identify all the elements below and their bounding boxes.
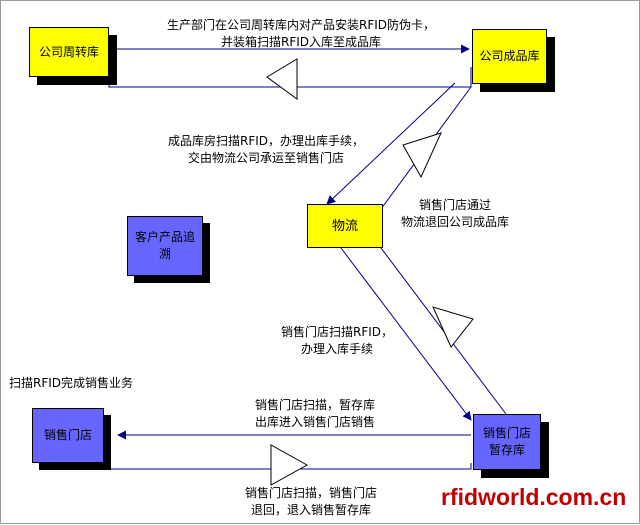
node-store-label: 销售门店 <box>43 428 92 442</box>
label-store-return: 销售门店扫描，销售门店 退回，退入销售暂存库 <box>231 485 391 519</box>
label-store-in-line-2: 办理入库手续 <box>300 342 373 356</box>
label-temp-out-line-1: 销售门店扫描，暂存库 <box>254 398 375 412</box>
return-triangle-top <box>266 58 298 100</box>
node-customer-trace: 客户产品追溯 <box>127 216 203 276</box>
node-customer-trace-label: 客户产品追溯 <box>134 230 195 261</box>
label-return-company-line-2: 物流退回公司成品库 <box>400 215 509 229</box>
arrow-logistics-to-store-temp <box>340 247 472 421</box>
node-logistics: 物流 <box>307 204 383 248</box>
label-top-line-1: 生产部门在公司周转库内对产品安装RFID防伪卡， <box>166 18 436 32</box>
return-triangle-bottom <box>270 444 309 486</box>
node-company-turnover-label: 公司周转库 <box>38 44 99 59</box>
label-store-return-line-2: 退回，退入销售暂存库 <box>250 503 371 517</box>
label-temp-out: 销售门店扫描，暂存库 出库进入销售门店销售 <box>245 397 385 431</box>
node-company-finished-label: 公司成品库 <box>479 49 540 63</box>
return-triangle-logistics <box>402 132 442 179</box>
label-ship-line-1: 成品库房扫描RFID，办理出库手续， <box>167 134 365 148</box>
node-company-finished: 公司成品库 <box>472 29 547 84</box>
label-store-return-line-1: 销售门店扫描，销售门店 <box>244 486 377 500</box>
label-ship-line-2: 交由物流公司承运至销售门店 <box>187 151 344 165</box>
label-return-company-line-1: 销售门店通过 <box>418 198 491 212</box>
node-logistics-label: 物流 <box>331 218 358 234</box>
label-return-company: 销售门店通过 物流退回公司成品库 <box>393 197 517 231</box>
label-rfid-sales: 扫描RFID完成销售业务 <box>9 376 134 390</box>
node-store-temp: 销售门店暂存库 <box>473 414 541 470</box>
label-store-in-line-1: 销售门店扫描RFID， <box>280 325 394 339</box>
label-top: 生产部门在公司周转库内对产品安装RFID防伪卡， 并装箱扫描RFID入库至成品库 <box>141 17 461 51</box>
label-store-in: 销售门店扫描RFID， 办理入库手续 <box>277 324 397 358</box>
label-temp-out-line-2: 出库进入销售门店销售 <box>254 415 375 429</box>
node-company-turnover: 公司周转库 <box>29 27 109 77</box>
label-ship: 成品库房扫描RFID，办理出库手续， 交由物流公司承运至销售门店 <box>161 133 371 167</box>
arrow-finished-to-logistics <box>326 82 456 205</box>
return-triangle-store-temp <box>432 306 474 348</box>
label-top-line-2: 并装箱扫描RFID入库至成品库 <box>220 35 382 49</box>
node-store-temp-label: 销售门店暂存库 <box>482 426 531 457</box>
watermark: rfidworld.com.cn <box>441 484 627 510</box>
node-store: 销售门店 <box>32 408 104 463</box>
